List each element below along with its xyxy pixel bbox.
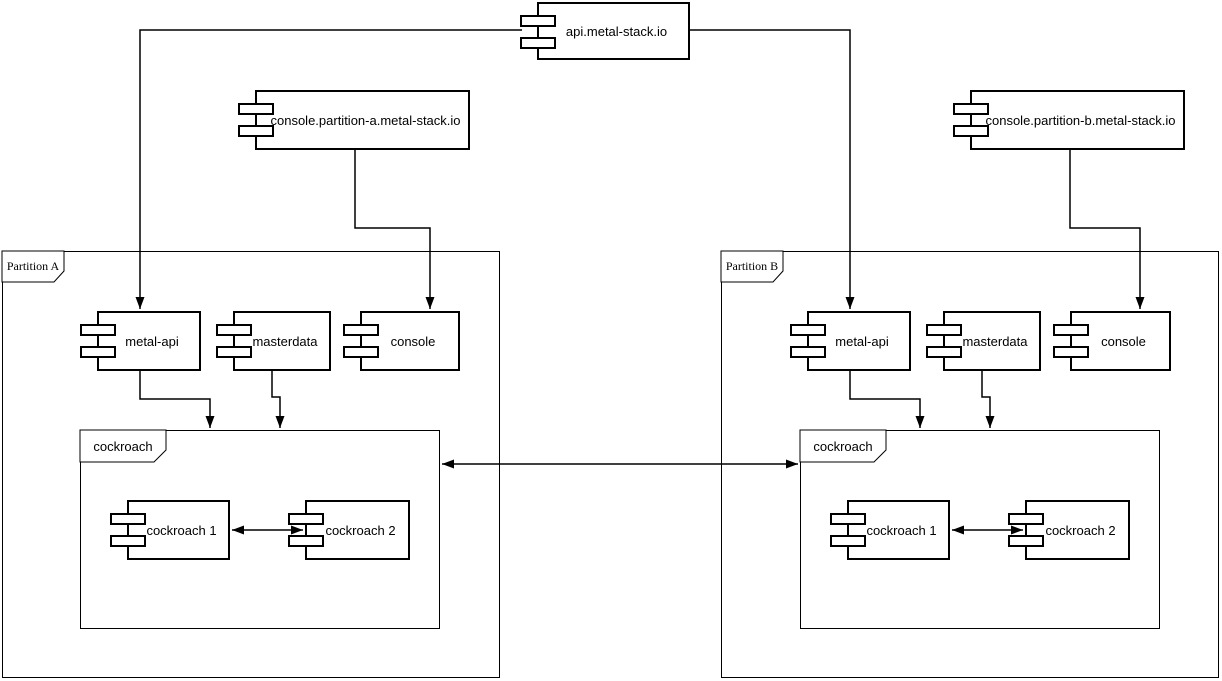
component-masterdata-a[interactable]: masterdata [216,311,331,371]
cockroach-a-label: cockroach [93,438,153,454]
cockroach-b-label: cockroach [813,438,873,454]
partition-a-label: Partition A [6,259,60,273]
component-label: console.partition-b.metal-stack.io [985,112,1176,128]
partition-a-label-tab [1,250,65,283]
edge-api-to-metal-api-a[interactable] [135,29,522,309]
component-console-a[interactable]: console [343,311,460,371]
component-label: console [1101,333,1146,349]
component-metal-api-a[interactable]: metal-api [80,311,201,371]
partition-b-label: Partition B [725,259,779,273]
component-label: masterdata [252,333,318,349]
component-label: cockroach 1 [866,522,937,538]
edge-api-to-metal-api-b[interactable] [690,29,855,309]
component-console-partition-b[interactable]: console.partition-b.metal-stack.io [953,90,1185,150]
component-cockroach2-b[interactable]: cockroach 2 [1008,500,1130,560]
component-label: metal-api [125,333,179,349]
component-label: api.metal-stack.io [565,23,668,39]
cockroach-a-label-tab [79,429,167,463]
edge-metal-api-a-to-cockroach[interactable] [139,371,215,428]
edge-console-a-to-console[interactable] [354,150,435,309]
component-label: masterdata [962,333,1028,349]
component-label: console [390,333,436,349]
edge-masterdata-a-to-cockroach[interactable] [271,371,285,428]
component-label: cockroach 2 [1045,522,1116,538]
component-label: cockroach 1 [146,522,217,538]
component-label: console.partition-a.metal-stack.io [270,112,461,128]
component-metal-api-b[interactable]: metal-api [790,311,911,371]
component-cockroach1-b[interactable]: cockroach 1 [830,500,950,560]
component-cockroach2-a[interactable]: cockroach 2 [288,500,410,560]
component-label: metal-api [835,333,889,349]
edge-masterdata-b-to-cockroach[interactable] [981,371,995,428]
component-label: cockroach 2 [325,522,396,538]
edge-console-b-to-console[interactable] [1069,150,1145,309]
component-api-metal-stack-io[interactable]: api.metal-stack.io [520,2,690,60]
component-cockroach1-a[interactable]: cockroach 1 [110,500,230,560]
component-console-partition-a[interactable]: console.partition-a.metal-stack.io [238,90,470,150]
component-console-b[interactable]: console [1053,311,1171,371]
partition-b-label-tab [720,250,784,283]
component-masterdata-b[interactable]: masterdata [926,311,1041,371]
cockroach-b-label-tab [799,429,887,463]
edge-metal-api-b-to-cockroach[interactable] [849,371,925,428]
